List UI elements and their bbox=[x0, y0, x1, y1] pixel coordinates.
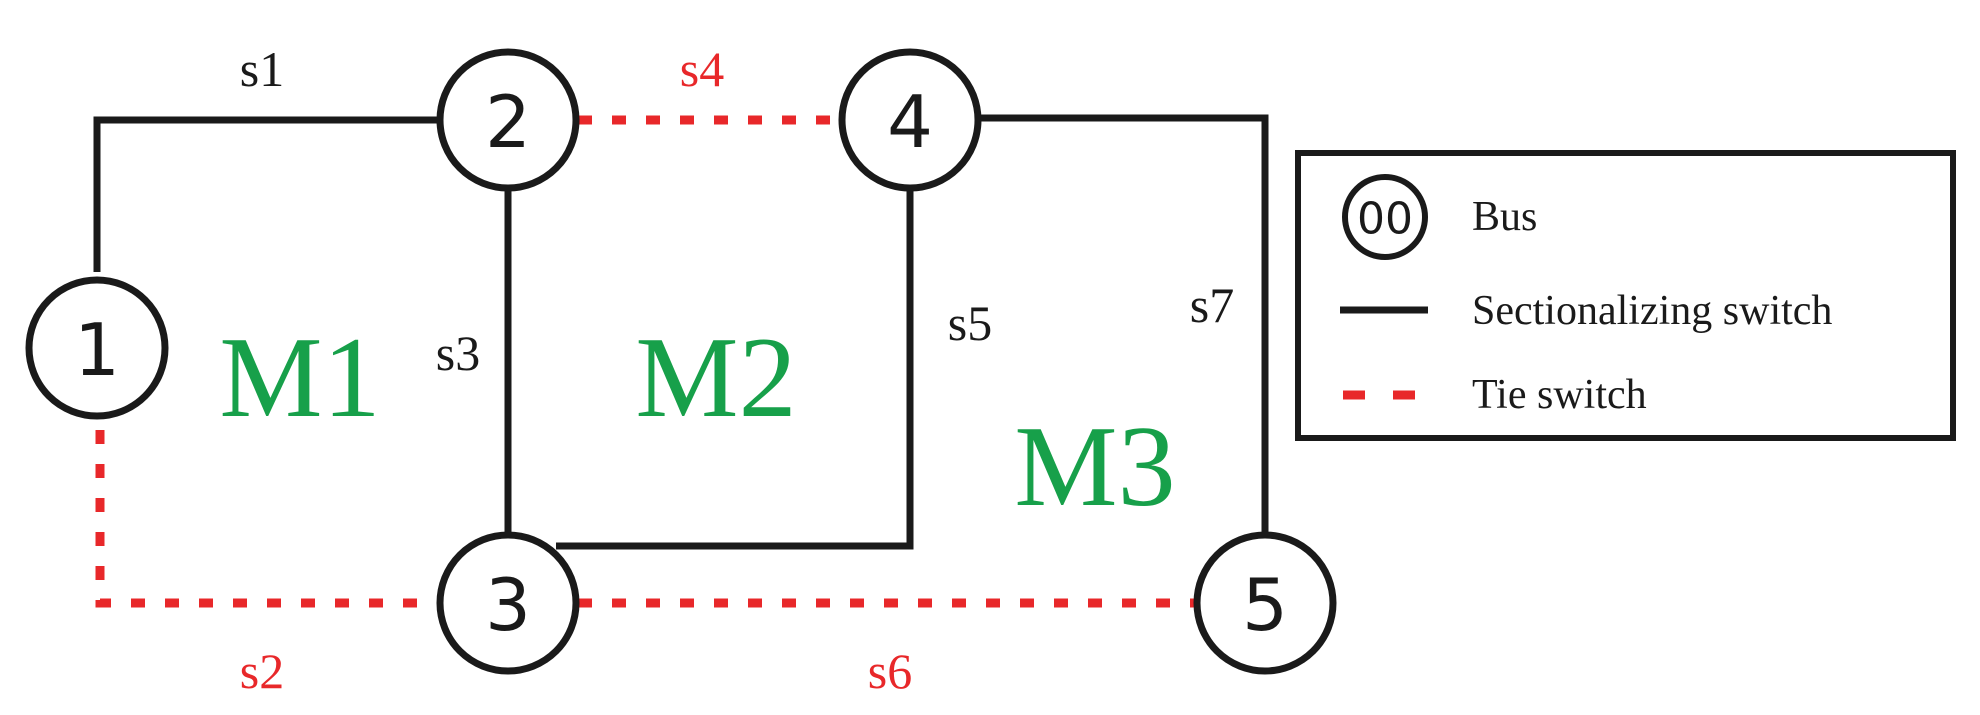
bus-1: 1 bbox=[25, 276, 169, 420]
sectionalizing-switch-s1 bbox=[93, 116, 440, 272]
tie-switch-s2 bbox=[95, 430, 438, 608]
mesh-label-m1: M1 bbox=[219, 314, 380, 442]
switch-label-s3: s3 bbox=[436, 325, 480, 381]
switch-label-s6: s6 bbox=[868, 643, 912, 699]
bus-4-number: 4 bbox=[887, 80, 933, 164]
bus-2-number: 2 bbox=[485, 80, 531, 164]
switch-label-s5: s5 bbox=[948, 295, 992, 351]
legend-tie-label: Tie switch bbox=[1472, 372, 1647, 418]
legend: 00 Bus Sectionalizing switch Tie switch bbox=[1295, 150, 1956, 441]
bus-1-number: 1 bbox=[74, 308, 120, 392]
legend-bus-icon: 00 bbox=[1342, 174, 1428, 260]
switch-label-s2: s2 bbox=[240, 643, 284, 699]
mesh-label-m3: M3 bbox=[1014, 403, 1175, 531]
legend-bus-symbol: 00 bbox=[1357, 194, 1413, 245]
sectionalizing-switch-s7 bbox=[980, 114, 1269, 538]
switch-label-s4: s4 bbox=[680, 41, 724, 97]
bus-5: 5 bbox=[1193, 531, 1337, 675]
bus-3: 3 bbox=[436, 531, 580, 675]
sectionalizing-switch-s5 bbox=[556, 190, 914, 550]
bus-2: 2 bbox=[436, 48, 580, 192]
bus-3-number: 3 bbox=[485, 563, 531, 647]
switch-label-s1: s1 bbox=[240, 41, 284, 97]
mesh-label-m2: M2 bbox=[635, 314, 796, 442]
legend-bus-label: Bus bbox=[1472, 194, 1537, 240]
bus-5-number: 5 bbox=[1242, 563, 1288, 647]
legend-sectionalizing-label: Sectionalizing switch bbox=[1472, 288, 1832, 334]
bus-4: 4 bbox=[838, 48, 982, 192]
switch-label-s7: s7 bbox=[1190, 277, 1234, 333]
